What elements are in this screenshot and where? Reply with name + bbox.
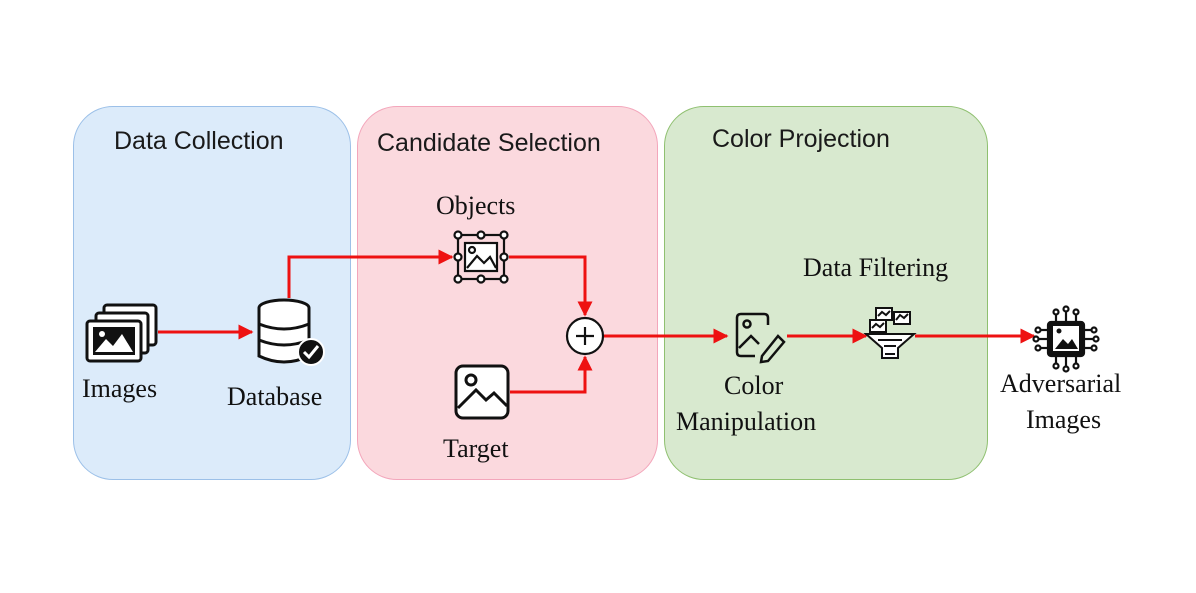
data-filtering-label: Data Filtering (803, 253, 949, 282)
color-manipulation-label-1: Color (724, 371, 784, 400)
candidate-selection-panel: Candidate Selection (357, 106, 658, 480)
color-projection-panel: Color Projection (664, 106, 988, 480)
target-label: Target (443, 434, 509, 463)
color-projection-title: Color Projection (712, 125, 890, 153)
database-check-icon (257, 298, 325, 366)
image-stack-icon (85, 303, 158, 363)
arrow-objects-to-combine (509, 255, 593, 317)
picture-icon (454, 364, 510, 420)
images-label: Images (82, 374, 158, 403)
objects-label: Objects (436, 191, 516, 220)
ai-chip-image-icon (1032, 305, 1100, 373)
adversarial-label-2: Images (1026, 405, 1102, 434)
data-collection-title: Data Collection (114, 127, 284, 155)
image-edit-icon (735, 312, 786, 364)
color-manipulation-label-2: Manipulation (676, 407, 817, 436)
data-collection-panel: Data Collection (73, 106, 351, 480)
candidate-selection-title: Candidate Selection (377, 129, 601, 157)
arrow-target-to-combine (510, 355, 593, 394)
arrow-database-to-objects (287, 249, 454, 298)
plus-circle-icon (565, 316, 605, 356)
funnel-filter-icon (863, 307, 917, 359)
adversarial-label-1: Adversarial (1000, 369, 1122, 398)
arrows (158, 249, 1036, 394)
database-label: Database (227, 382, 323, 411)
object-selection-icon (453, 230, 509, 284)
